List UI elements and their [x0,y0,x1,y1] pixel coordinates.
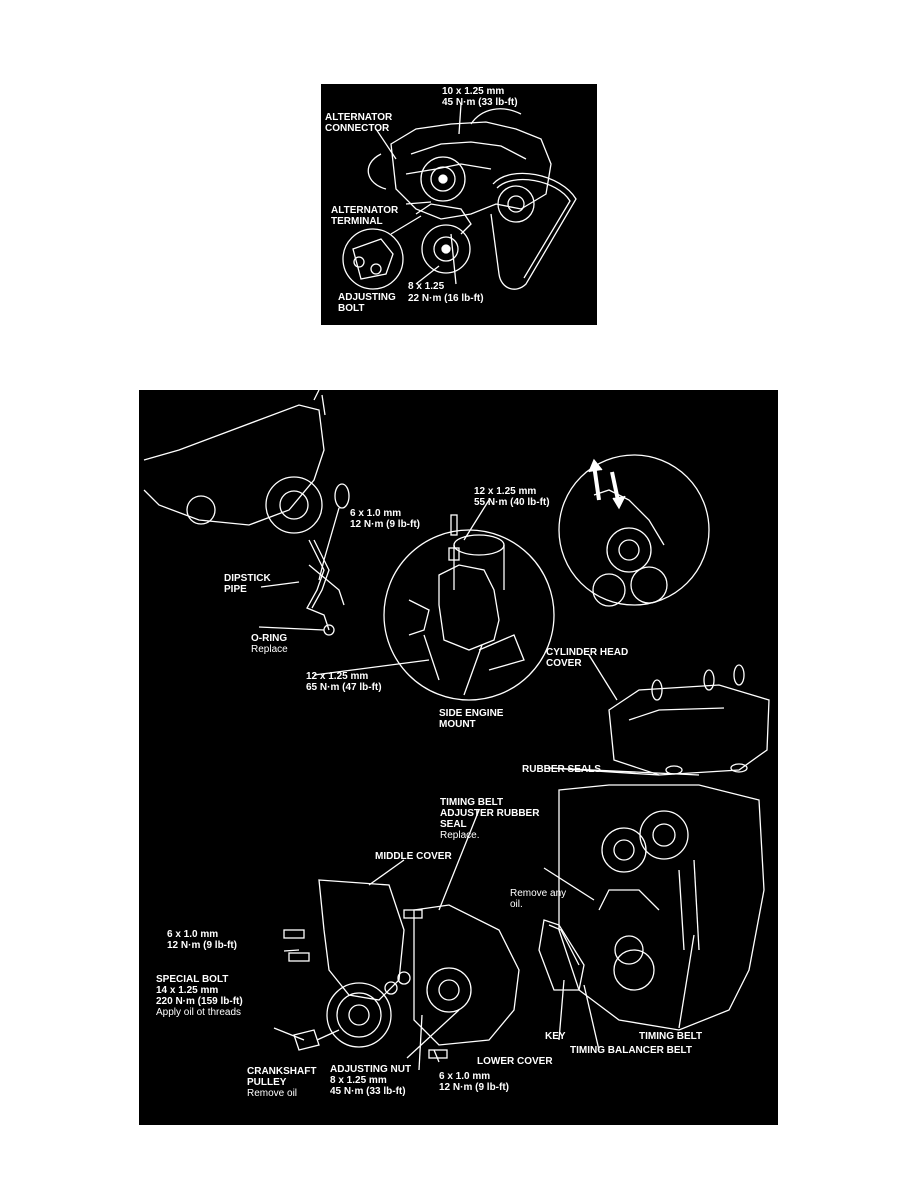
timing-belt-illustration [143,390,770,1071]
dipstick-pipe-label: DIPSTICK PIPE [224,573,271,595]
mount-bolt-bottom-size: 12 x 1.25 mm [306,671,369,682]
label-note: Replace. [440,830,480,841]
label-line: Remove any [510,888,567,899]
bolt-bottom-torque: 22 N·m (16 lb-ft) [408,293,484,304]
adjusting-bolt-label: ADJUSTING BOLT [338,292,396,314]
label-line: CRANKSHAFT [247,1066,317,1077]
bolt-top-spec: 10 x 1.25 mm 45 N·m (33 lb-ft) [442,86,518,108]
middle-cover-bolt-torque: 12 N·m (9 lb-ft) [167,940,237,951]
adjusting-nut-spec: ADJUSTING NUT 8 x 1.25 mm 45 N·m (33 lb-… [330,1064,411,1097]
label-line: CYLINDER HEAD [546,647,629,658]
lower-cover-label: LOWER COVER [477,1056,553,1067]
label-line: RUBBER SEALS [522,764,601,775]
bolt-bottom-size: 8 x 1.25 [408,281,445,292]
o-ring-note: Replace [251,644,288,655]
crankshaft-pulley-label: CRANKSHAFT PULLEY Remove oil [247,1066,316,1099]
bolt-top-torque: 45 N·m (33 lb-ft) [442,97,518,108]
adjusting-nut-torque: 45 N·m (33 lb-ft) [330,1086,406,1097]
dipstick-bolt-torque: 12 N·m (9 lb-ft) [350,519,420,530]
o-ring-label: O-RING Replace [251,633,288,655]
timing-belt-label: TIMING BELT [639,1031,702,1042]
dipstick-bolt-size: 6 x 1.0 mm [350,508,402,519]
rubber-seals-label: RUBBER SEALS [522,764,601,775]
lower-cover-bolt-torque: 12 N·m (9 lb-ft) [439,1082,509,1093]
label-line: oil. [510,899,523,910]
label-line: COVER [546,658,582,669]
special-bolt-note: Apply oil ot threads [156,1007,242,1018]
alternator-connector-label: ALTERNATOR CONNECTOR [325,112,392,134]
timing-belt-diagram: 12 x 1.25 mm 55 N·m (40 lb-ft) 6 x 1.0 m… [139,390,778,1125]
label-line: SIDE ENGINE [439,708,504,719]
label-line: BOLT [338,303,365,314]
label-line: PULLEY [247,1077,287,1088]
middle-cover-bolt-size: 6 x 1.0 mm [167,929,219,940]
cylinder-head-cover-label: CYLINDER HEAD COVER [546,647,628,669]
label-line: TERMINAL [331,216,383,227]
label-line: MIDDLE COVER [375,851,452,862]
adjusting-nut-name: ADJUSTING NUT [330,1064,412,1075]
bolt-bottom-spec: 8 x 1.25 22 N·m (16 lb-ft) [408,281,484,304]
label-line: TIMING BELT [440,797,504,808]
label-line: ADJUSTER RUBBER [440,808,540,819]
label-line: ADJUSTING [338,292,396,303]
label-line: MOUNT [439,719,476,730]
special-bolt-size: 14 x 1.25 mm [156,985,219,996]
label-line: ALTERNATOR [331,205,399,216]
dipstick-bolt-spec: 6 x 1.0 mm 12 N·m (9 lb-ft) [350,508,420,530]
middle-cover-label: MIDDLE COVER [375,851,452,862]
special-bolt-name: SPECIAL BOLT [156,974,229,985]
label-line: DIPSTICK [224,573,271,584]
label-note: Remove oil [247,1088,298,1099]
label-line: KEY [545,1031,566,1042]
timing-balancer-belt-label: TIMING BALANCER BELT [570,1045,692,1056]
side-engine-mount-label: SIDE ENGINE MOUNT [439,708,503,730]
key-label: KEY [545,1031,566,1042]
o-ring-name: O-RING [251,633,288,644]
mount-bolt-top-torque: 55 N·m (40 lb-ft) [474,497,550,508]
label-line: TIMING BELT [639,1031,703,1042]
lower-cover-bolt-size: 6 x 1.0 mm [439,1071,491,1082]
adjuster-seal-label: TIMING BELT ADJUSTER RUBBER SEAL Replace… [440,797,539,841]
mount-bolt-bottom-torque: 65 N·m (47 lb-ft) [306,682,382,693]
alternator-terminal-label: ALTERNATOR TERMINAL [331,205,398,227]
label-line: SEAL [440,819,467,830]
alternator-illustration [342,103,577,290]
label-line: TIMING BALANCER BELT [570,1045,693,1056]
middle-cover-bolt-spec: 6 x 1.0 mm 12 N·m (9 lb-ft) [167,929,237,951]
label-line: PIPE [224,584,247,595]
label-line: LOWER COVER [477,1056,553,1067]
alternator-diagram: 10 x 1.25 mm 45 N·m (33 lb-ft) ALTERNATO… [321,84,597,325]
label-line: ALTERNATOR [325,112,393,123]
mount-bolt-top-spec: 12 x 1.25 mm 55 N·m (40 lb-ft) [474,486,550,508]
special-bolt-spec: SPECIAL BOLT 14 x 1.25 mm 220 N·m (159 l… [156,974,243,1018]
mount-bolt-bottom-spec: 12 x 1.25 mm 65 N·m (47 lb-ft) [306,671,382,693]
special-bolt-torque: 220 N·m (159 lb-ft) [156,996,243,1007]
mount-bolt-top-size: 12 x 1.25 mm [474,486,537,497]
remove-oil-note: Remove any oil. [510,888,566,910]
label-line: CONNECTOR [325,123,390,134]
lower-cover-bolt-spec: 6 x 1.0 mm 12 N·m (9 lb-ft) [439,1071,509,1093]
adjusting-nut-size: 8 x 1.25 mm [330,1075,387,1086]
bolt-top-size: 10 x 1.25 mm [442,86,505,97]
